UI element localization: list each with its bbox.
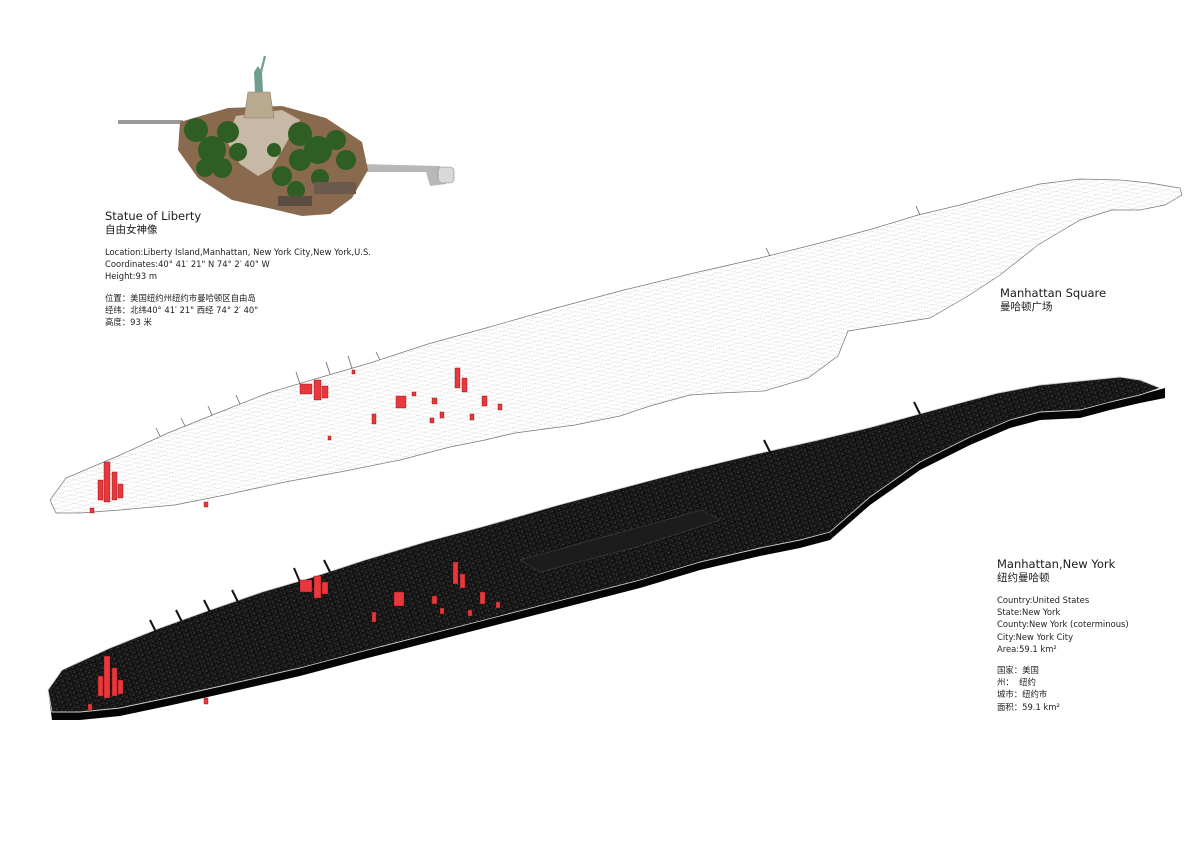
square-title: Manhattan Square [1000,286,1107,300]
manhattan-city-model [47,376,1165,720]
west-pier [118,120,183,124]
square-title-cn: 曼哈顿广场 [1000,301,1053,313]
grid-highlight-buildings [89,367,503,514]
liberty-info-block: Statue of Liberty 自由女神像 Location:Liberty… [105,209,405,328]
liberty-title: Statue of Liberty [105,209,202,223]
island-plaza [226,110,300,176]
city-model-park [519,509,721,573]
liberty-height-cn: 高度：93 米 [105,317,152,328]
island-buildings [278,182,356,206]
liberty-island-illustration [118,55,455,216]
liberty-title-cn: 自由女神像 [105,224,158,236]
statue-torch-arm [259,55,267,73]
manhattan-info-block: Manhattan,New York 纽约曼哈顿 Country:United … [997,557,1187,713]
city-piers [149,401,921,633]
manhattan-country-cn: 国家：美国 [997,665,1039,676]
liberty-location: Location:Liberty Island,Manhattan, New Y… [105,247,371,257]
manhattan-title-cn: 纽约曼哈顿 [997,572,1050,584]
liberty-coordinates-cn: 经纬：北纬40° 41′ 21" 西经 74° 2′ 40" [105,304,259,315]
manhattan-county: County:New York (coterminous) [997,619,1129,630]
liberty-height: Height:93 m [105,271,157,282]
liberty-location-cn: 位置：美国纽约州纽约市曼哈顿区自由岛 [105,292,256,303]
statue-pedestal [243,91,275,119]
manhattan-title: Manhattan,New York [997,557,1116,571]
manhattan-city: City:New York City [997,631,1074,642]
east-pier [360,164,446,186]
manhattan-grid-model [49,178,1183,514]
city-highlight-buildings [87,561,501,711]
grid-piers [155,205,921,437]
manhattan-state-cn: 州： 纽约 [997,677,1036,688]
liberty-coordinates: Coordinates:40° 41′ 21" N 74° 2′ 40" W [105,259,270,270]
square-info-block: Manhattan Square 曼哈顿广场 [1000,286,1180,314]
manhattan-area: Area:59.1 km² [997,643,1057,654]
grid-island-shape [49,178,1183,514]
statue-body [254,66,263,92]
manhattan-state: State:New York [997,607,1061,618]
ferry-boat [437,166,455,184]
manhattan-area-cn: 面积：59.1 km² [997,701,1060,712]
manhattan-city-cn: 城市：纽约市 [997,689,1048,700]
manhattan-country: Country:United States [997,595,1090,605]
